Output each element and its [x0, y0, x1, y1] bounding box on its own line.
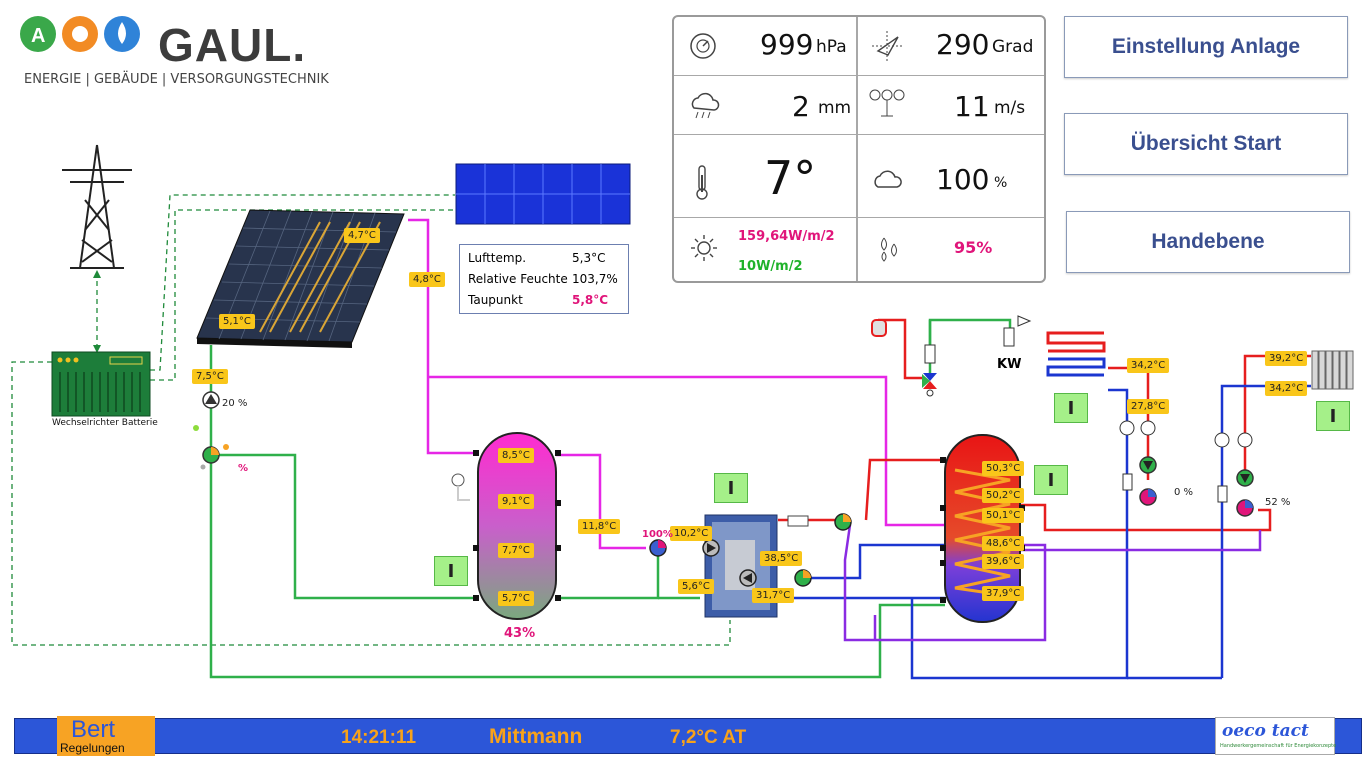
- temp-buffer-3: 7,7°C: [498, 543, 534, 558]
- cold-water-label: KW: [997, 357, 1022, 372]
- brand-subtitle: ENERGIE | GEBÄUDE | VERSORGUNGSTECHNIK: [24, 72, 329, 87]
- hp-pump-percent: 100%: [642, 529, 673, 540]
- settings-button[interactable]: Einstellung Anlage: [1064, 16, 1348, 78]
- gauge-icon: [690, 33, 716, 59]
- temp-tank-3: 50,1°C: [982, 508, 1025, 523]
- tank-on-badge[interactable]: I: [1034, 465, 1068, 495]
- temp-heat1-return: 27,8°C: [1127, 399, 1170, 414]
- clock: 14:21:11: [341, 727, 417, 748]
- overview-button[interactable]: Übersicht Start: [1064, 113, 1348, 175]
- rain-unit: mm: [818, 98, 852, 118]
- bert-logo: Bert Regelungen: [57, 716, 155, 756]
- temperature-value: 7°: [764, 151, 817, 205]
- buffer-on-badge[interactable]: I: [434, 556, 468, 586]
- partner-logo: oeco tact Handwerkergemeinschaft für Ene…: [1215, 717, 1337, 755]
- temp-buffer-out: 11,8°C: [578, 519, 621, 534]
- customer-name: Mittmann: [489, 725, 583, 748]
- pressure-cell: 999 hPa: [674, 17, 858, 76]
- temp-hp-in: 10,2°C: [670, 526, 713, 541]
- inverter-label: Wechselrichter Batterie: [52, 418, 158, 428]
- svg-text:A: A: [31, 25, 45, 47]
- temp-collector-out: 4,8°C: [409, 272, 445, 287]
- temp-hp-return: 31,7°C: [752, 588, 795, 603]
- solar-mix-percent: %: [238, 463, 249, 474]
- temp-tank-2: 50,2°C: [982, 488, 1025, 503]
- temp-collector-bottom: 5,1°C: [219, 314, 255, 329]
- wind-speed-value: 11: [954, 90, 990, 123]
- wind-direction-value: 290: [936, 28, 990, 61]
- brand-circles-icon: A: [20, 16, 140, 52]
- air-status-box: Lufttemp. 5,3°C Relative Feuchte 103,7% …: [459, 244, 629, 314]
- weather-panel: 999 hPa 290 Grad 2 mm 11 m/s 7° 100 % 15…: [672, 15, 1046, 283]
- bert-logo-bottom: Regelungen: [60, 741, 125, 755]
- air-temp-value: 5,3°C: [572, 251, 606, 265]
- cloud-icon: [874, 170, 902, 188]
- rel-humidity-value: 103,7%: [572, 272, 618, 286]
- brand-logo: A GAUL. ENERGIE | GEBÄUDE | VERSORGUNGST…: [18, 14, 338, 94]
- temp-tank-1: 50,3°C: [982, 461, 1025, 476]
- circuit2-percent: 52 %: [1265, 497, 1291, 508]
- bert-logo-top: Bert: [71, 716, 116, 743]
- rain-value: 2: [792, 90, 810, 123]
- humidity-cell: 95%: [858, 218, 1044, 281]
- brand-name: GAUL.: [158, 19, 307, 71]
- temp-buffer-2: 9,1°C: [498, 494, 534, 509]
- cloud-unit: %: [994, 175, 1008, 191]
- power-pylon-icon: [62, 144, 132, 269]
- heatpump-on-badge[interactable]: I: [714, 473, 748, 503]
- thermometer-icon: [696, 165, 708, 200]
- temp-heat2-return: 34,2°C: [1265, 381, 1308, 396]
- buffer-level: 43%: [504, 626, 536, 641]
- circuit1-percent: 0 %: [1174, 487, 1194, 498]
- dew-point-label: Taupunkt: [468, 293, 523, 307]
- radiation-value: 159,64W/m/2: [738, 229, 835, 244]
- wind-direction-cell: 290 Grad: [858, 17, 1044, 76]
- partner-name: oeco tact: [1222, 721, 1309, 741]
- dew-point-value: 5,8°C: [572, 293, 609, 307]
- temp-tank-5: 39,6°C: [982, 554, 1025, 569]
- air-temp-label: Lufttemp.: [468, 251, 527, 265]
- pressure-value: 999: [760, 28, 814, 61]
- outside-temperature: 7,2°C AT: [670, 727, 747, 748]
- temp-heat1-flow: 34,2°C: [1127, 358, 1170, 373]
- solar-pump-percent: 20 %: [222, 398, 248, 409]
- compass-icon: [872, 31, 902, 61]
- water-drops-icon: [881, 237, 897, 262]
- circuit2-on-badge[interactable]: I: [1316, 401, 1350, 431]
- temp-buffer-1: 8,5°C: [498, 448, 534, 463]
- temp-hp-out: 38,5°C: [760, 551, 803, 566]
- cloud-value: 100: [936, 163, 990, 196]
- wind-turbine-icon: [869, 89, 905, 117]
- temp-heat2-flow: 39,2°C: [1265, 351, 1308, 366]
- temp-collector-top: 4,7°C: [344, 228, 380, 243]
- wind-speed-cell: 11 m/s: [858, 76, 1044, 135]
- circuit1-on-badge[interactable]: I: [1054, 393, 1088, 423]
- cloud-cell: 100 %: [858, 135, 1044, 218]
- radiation-secondary-value: 10W/m/2: [738, 259, 803, 274]
- temp-hp-cold: 5,6°C: [678, 579, 714, 594]
- temp-tank-4: 48,6°C: [982, 536, 1025, 551]
- temp-tank-6: 37,9°C: [982, 586, 1025, 601]
- pressure-unit: hPa: [816, 37, 847, 57]
- temperature-cell: 7°: [674, 135, 858, 218]
- sun-icon: [691, 235, 717, 261]
- rel-humidity-label: Relative Feuchte: [468, 272, 568, 286]
- status-bar: Bert Regelungen 14:21:11 Mittmann 7,2°C …: [14, 716, 1362, 756]
- temp-solar-return: 7,5°C: [192, 369, 228, 384]
- manual-mode-button[interactable]: Handebene: [1066, 211, 1350, 273]
- wind-direction-unit: Grad: [992, 37, 1034, 57]
- partner-subtitle: Handwerkergemeinschaft für Energiekonzep…: [1220, 743, 1337, 749]
- rain-cell: 2 mm: [674, 76, 858, 135]
- humidity-value: 95%: [954, 238, 993, 257]
- temp-buffer-4: 5,7°C: [498, 591, 534, 606]
- rain-cloud-icon: [691, 92, 720, 119]
- radiation-cell: 159,64W/m/2 10W/m/2: [674, 218, 858, 281]
- wind-speed-unit: m/s: [994, 98, 1026, 118]
